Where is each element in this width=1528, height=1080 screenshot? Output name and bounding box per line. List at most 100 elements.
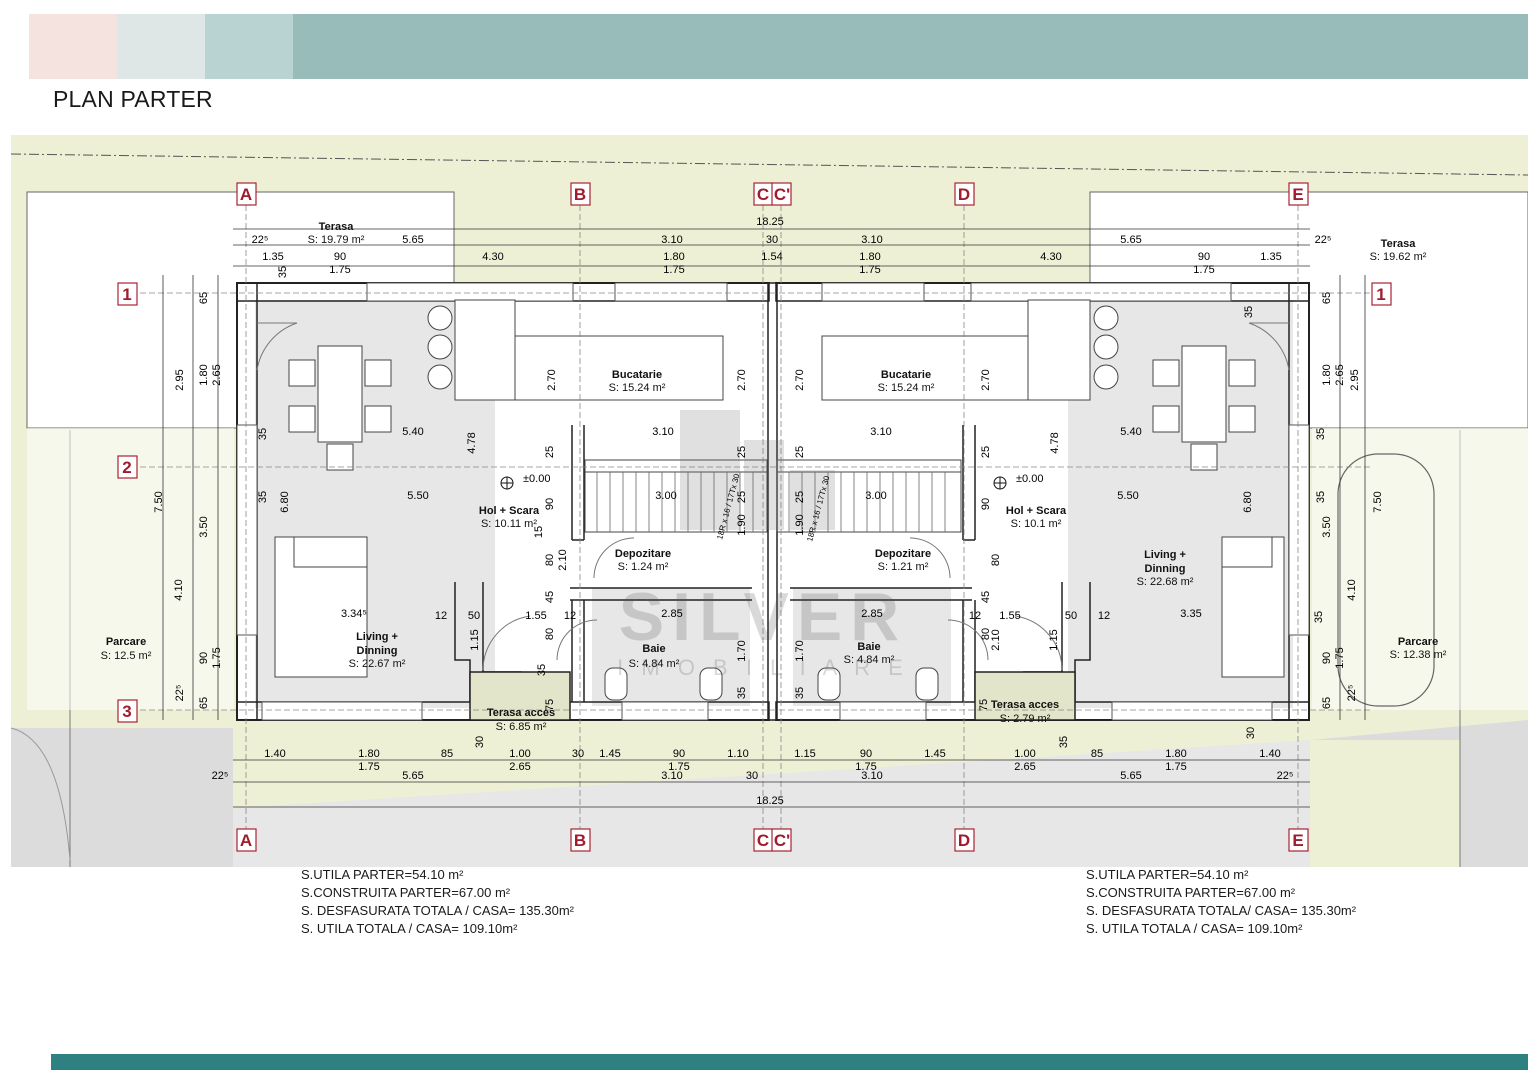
dimension-label: 2.70 xyxy=(546,369,558,390)
watermark-sub: I M O B I L I A R E xyxy=(617,655,909,680)
room-area-terasa-left: S: 19.79 m² xyxy=(308,234,365,246)
axis-label-row-3: 3 xyxy=(122,702,131,721)
room-name2-living-left: Dinning xyxy=(357,645,398,657)
dimension-label: 2.85 xyxy=(861,608,882,620)
room-name-depozitare-right: Depozitare xyxy=(875,548,931,560)
room-name-depozitare-left: Depozitare xyxy=(615,548,671,560)
dimension-label: 35 xyxy=(536,664,548,676)
dimension-label: 25 xyxy=(736,491,748,503)
dimension-label: 5.40 xyxy=(1120,426,1141,438)
summary-line: S. UTILA TOTALA / CASA= 109.10m² xyxy=(301,921,518,936)
dimension-label: 3.10 xyxy=(652,426,673,438)
dimension-label: 1.90 xyxy=(794,514,806,535)
room-area-living-left: S: 22.67 m² xyxy=(349,658,406,670)
dimension-overall-bottom: 18.25 xyxy=(756,795,784,807)
dimension-label: 1.80 xyxy=(358,748,379,760)
dimension-label: 4.10 xyxy=(1346,579,1358,600)
dimension-label: 1.00 xyxy=(1014,748,1035,760)
dimension-label: 65 xyxy=(1321,697,1333,709)
dimension-label: 22⁵ xyxy=(1277,770,1294,782)
dimension-label: 75 xyxy=(978,699,990,711)
header-band-3 xyxy=(205,14,293,79)
room-name2-living-right: Dinning xyxy=(1145,563,1186,575)
dimension-label: 80 xyxy=(980,628,992,640)
paved-area xyxy=(11,728,233,867)
dimension-label: 80 xyxy=(990,554,1002,566)
summary-line: S. UTILA TOTALA / CASA= 109.10m² xyxy=(1086,921,1303,936)
dimension-label: 1.70 xyxy=(736,640,748,661)
room-name-terasa-right: Terasa xyxy=(1381,238,1417,250)
dimension-label: 25 xyxy=(980,446,992,458)
dimension-label: 5.40 xyxy=(402,426,423,438)
room-area-parcare-right: S: 12.38 m² xyxy=(1390,649,1447,661)
summary-line: S. DESFASURATA TOTALA / CASA= 135.30m² xyxy=(301,903,574,918)
dimension-label: 3.50 xyxy=(198,516,210,537)
dimension-label: 4.30 xyxy=(1040,251,1061,263)
dimension-label: 1.75 xyxy=(329,264,350,276)
room-area-terasa-acces-right: S: 2.79 m² xyxy=(1000,713,1051,725)
dimension-label: 6.80 xyxy=(279,491,291,512)
room-area-bucatarie-right: S: 15.24 m² xyxy=(878,382,935,394)
dimension-label: 35 xyxy=(277,266,289,278)
dimension-label: 1.40 xyxy=(1259,748,1280,760)
dimension-label: 30 xyxy=(766,234,778,246)
dimension-label: 90 xyxy=(198,652,210,664)
room-area-hol-left: S: 10.11 m² xyxy=(481,518,537,530)
level-marker-right: ±0.00 xyxy=(1016,473,1043,485)
dimension-label: 12 xyxy=(969,610,981,622)
axis-label-bottom-a: A xyxy=(240,831,252,850)
room-area-parcare-left: S: 12.5 m² xyxy=(101,650,152,662)
axis-label-top-c-prime: C' xyxy=(774,185,790,204)
dimension-label: 1.75 xyxy=(855,761,876,773)
room-area-hol-right: S: 10.1 m² xyxy=(1011,518,1062,530)
dimension-label: 1.75 xyxy=(211,647,223,668)
dimension-label: 6.80 xyxy=(1242,491,1254,512)
dimension-label: 2.95 xyxy=(1349,369,1361,390)
car-outline xyxy=(1337,453,1435,707)
dimension-label: 7.50 xyxy=(153,491,165,512)
dimension-label: 1.75 xyxy=(668,761,689,773)
dimension-label: 1.75 xyxy=(358,761,379,773)
dimension-label: 12 xyxy=(564,610,576,622)
dimension-label: 5.65 xyxy=(402,234,423,246)
dimension-label: 1.75 xyxy=(1193,264,1214,276)
dimension-label: 80 xyxy=(544,628,556,640)
dimension-label: 25 xyxy=(794,491,806,503)
room-name-parcare-right: Parcare xyxy=(1398,636,1438,648)
dimension-label: 1.55 xyxy=(525,610,546,622)
summary-line: S. DESFASURATA TOTALA/ CASA= 135.30m² xyxy=(1086,903,1357,918)
dimension-label: 45 xyxy=(980,591,992,603)
room-name-parcare-left: Parcare xyxy=(106,636,146,648)
dimension-label: 1.90 xyxy=(736,514,748,535)
dimension-label: 3.00 xyxy=(655,490,676,502)
room-name-terasa-acces-right: Terasa acces xyxy=(991,699,1059,711)
room-area-terasa-acces-left: S: 6.85 m² xyxy=(496,721,547,733)
dimension-label: 1.35 xyxy=(1260,251,1281,263)
dimension-label: 2.65 xyxy=(509,761,530,773)
level-marker-left: ±0.00 xyxy=(523,473,550,485)
dimension-label: 2.70 xyxy=(794,369,806,390)
page-title: PLAN PARTER xyxy=(53,86,213,112)
room-name-living-right: Living + xyxy=(1144,549,1186,561)
axis-label-row-1-right: 1 xyxy=(1376,285,1385,304)
dimension-label: 4.78 xyxy=(1049,432,1061,453)
dimension-label: 30 xyxy=(1245,727,1257,739)
dimension-label: 35 xyxy=(257,491,269,503)
dimension-label: 22⁵ xyxy=(212,770,229,782)
watermark: SILVER I M O B I L I A R E xyxy=(617,410,909,680)
axis-label-bottom-c-prime: C' xyxy=(774,831,790,850)
summary-line: S.UTILA PARTER=54.10 m² xyxy=(301,867,464,882)
summary-line: S.UTILA PARTER=54.10 m² xyxy=(1086,867,1249,882)
dimension-label: 30 xyxy=(474,736,486,748)
dimension-label: 2.70 xyxy=(980,369,992,390)
dimension-label: 1.75 xyxy=(663,264,684,276)
dimension-label: 1.15 xyxy=(1048,629,1060,650)
dimension-label: 2.10 xyxy=(557,549,569,570)
axis-label-top-d: D xyxy=(958,185,970,204)
room-area-living-right: S: 22.68 m² xyxy=(1137,576,1194,588)
dimension-label: 45 xyxy=(544,591,556,603)
dimension-label: 3.10 xyxy=(861,770,882,782)
dimension-label: 1.45 xyxy=(599,748,620,760)
dimension-label: 5.65 xyxy=(1120,234,1141,246)
axis-label-top-a: A xyxy=(240,185,252,204)
